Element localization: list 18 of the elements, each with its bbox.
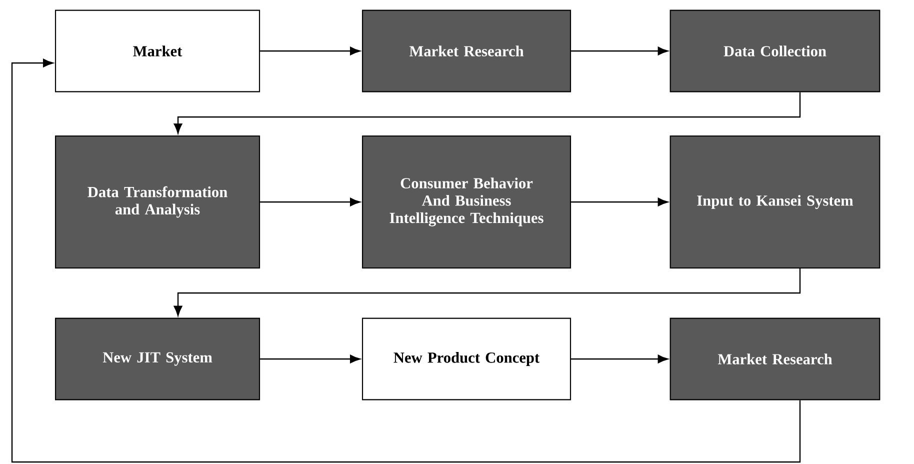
process-box: Data Collection [670, 10, 880, 92]
arrow [571, 198, 668, 206]
arrow [260, 354, 360, 364]
process-box: Market [54, 10, 260, 92]
arrow [260, 198, 360, 206]
arrow [11, 58, 801, 463]
process-box: Input to Kansei System [670, 135, 880, 269]
arrow [174, 92, 801, 134]
process-box: Consumer Behavior And Business Intelligence Techniques [362, 135, 572, 269]
process-box: Data Transformation and Analysis [54, 135, 260, 269]
arrow [571, 354, 668, 364]
process-box: Market Research [362, 10, 572, 92]
process-box: New JIT System [54, 318, 260, 400]
process-box: New Product Concept [362, 318, 572, 400]
arrow [174, 268, 801, 316]
process-box: Market Research [670, 318, 880, 400]
arrow [571, 46, 668, 56]
arrow [260, 46, 360, 56]
